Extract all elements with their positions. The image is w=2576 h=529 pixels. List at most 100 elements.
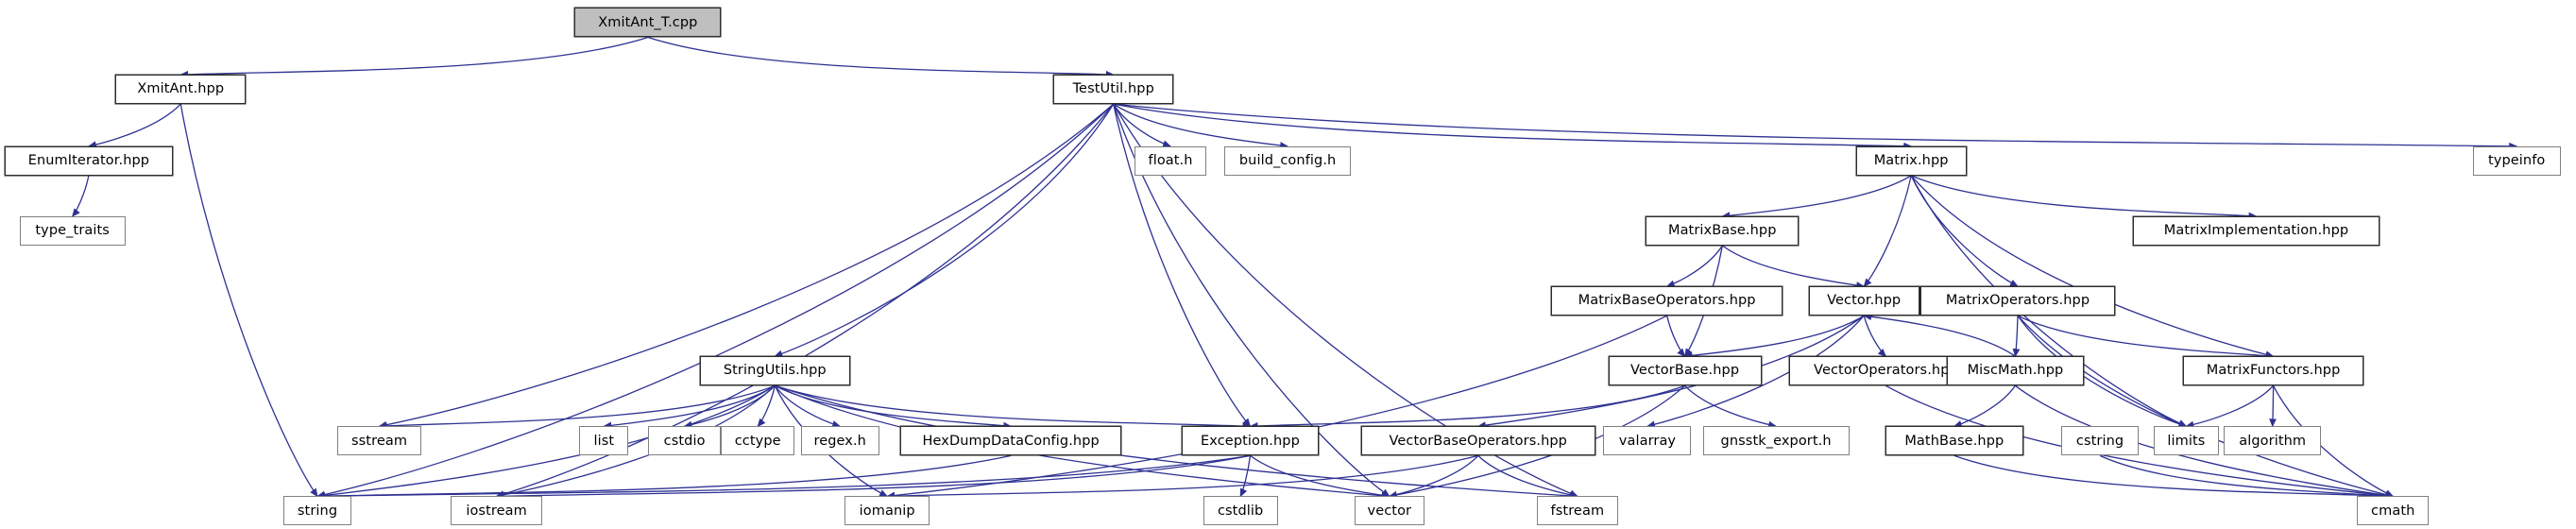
edge-exception_hpp-to-string xyxy=(316,454,1251,501)
edge-testutil_hpp-to-matrix_hpp xyxy=(1113,103,1913,150)
node-label: MatrixBaseOperators.hpp xyxy=(1578,293,1756,309)
node-label: MatrixBase.hpp xyxy=(1667,223,1777,239)
node-xmitant_t_cpp[interactable]: XmitAnt_T.cpp xyxy=(574,8,722,38)
edge-stringutils_hpp-to-sstream xyxy=(378,384,776,430)
node-label: vector xyxy=(1367,503,1412,519)
node-matrixoperators_hpp[interactable]: MatrixOperators.hpp xyxy=(1920,286,2115,316)
edge-vectorbase_hpp-to-exception_hpp xyxy=(1249,384,1685,430)
edge-stringutils_hpp-to-cctype xyxy=(757,385,776,428)
node-typeinfo[interactable]: typeinfo xyxy=(2472,145,2561,176)
edge-vectorbaseoperators_hpp-to-fstream xyxy=(1477,454,1578,499)
node-cctype[interactable]: cctype xyxy=(721,426,794,456)
node-label: HexDumpDataConfig.hpp xyxy=(922,433,1100,449)
node-label: fstream xyxy=(1550,503,1605,519)
node-sstream[interactable]: sstream xyxy=(336,426,422,456)
node-vectorbaseoperators_hpp[interactable]: VectorBaseOperators.hpp xyxy=(1360,426,1595,456)
node-cstring[interactable]: cstring xyxy=(2060,426,2140,456)
edge-stringutils_hpp-to-list xyxy=(603,384,776,430)
node-matriximplementation_hpp[interactable]: MatrixImplementation.hpp xyxy=(2132,216,2380,247)
node-float_h[interactable]: float.h xyxy=(1134,145,1206,176)
node-cstdio[interactable]: cstdio xyxy=(647,426,722,456)
edge-xmitant_hpp-to-string xyxy=(179,103,318,498)
node-fstream[interactable]: fstream xyxy=(1536,496,1618,526)
edge-testutil_hpp-to-typeinfo xyxy=(1113,103,2518,150)
edge-stringutils_hpp-to-cstdio xyxy=(683,384,776,429)
node-xmitant_hpp[interactable]: XmitAnt.hpp xyxy=(115,75,247,105)
node-label: Exception.hpp xyxy=(1201,433,1300,449)
edge-vectorbaseoperators_hpp-to-vector xyxy=(1388,454,1479,499)
node-miscmath_hpp[interactable]: MiscMath.hpp xyxy=(1947,356,2084,386)
node-stringutils_hpp[interactable]: StringUtils.hpp xyxy=(700,356,850,386)
node-gnsstk_export_h[interactable]: gnsstk_export.h xyxy=(1702,426,1850,456)
node-list[interactable]: list xyxy=(579,426,629,456)
node-label: MatrixOperators.hpp xyxy=(1945,293,2090,309)
node-matrixbase_hpp[interactable]: MatrixBase.hpp xyxy=(1646,216,1800,247)
node-vectorbase_hpp[interactable]: VectorBase.hpp xyxy=(1608,356,1762,386)
edge-matrix_hpp-to-vector_hpp xyxy=(1863,175,1912,287)
node-label: cstring xyxy=(2075,433,2124,449)
node-label: MatrixImplementation.hpp xyxy=(2163,223,2349,239)
edge-xmitant_t_cpp-to-xmitant_hpp xyxy=(179,36,649,78)
edge-exception_hpp-to-cstdlib xyxy=(1239,455,1252,498)
edge-vector_hpp-to-vectoroperators_hpp xyxy=(1863,316,1887,357)
node-matrix_hpp[interactable]: Matrix.hpp xyxy=(1855,145,1967,176)
edge-testutil_hpp-to-stringutils_hpp xyxy=(774,103,1115,358)
node-label: Vector.hpp xyxy=(1827,293,1902,309)
node-label: StringUtils.hpp xyxy=(723,363,827,379)
node-cstdlib[interactable]: cstdlib xyxy=(1203,496,1278,526)
node-label: list xyxy=(593,433,615,449)
edge-matrixbase_hpp-to-vector_hpp xyxy=(1721,245,1866,289)
node-matrixfunctors_hpp[interactable]: MatrixFunctors.hpp xyxy=(2182,356,2364,386)
node-label: VectorBaseOperators.hpp xyxy=(1389,433,1567,449)
edge-stringutils_hpp-to-exception_hpp xyxy=(775,384,1252,430)
node-label: XmitAnt.hpp xyxy=(137,81,225,97)
node-label: cstdlib xyxy=(1217,503,1264,519)
node-vector_hpp[interactable]: Vector.hpp xyxy=(1808,286,1919,316)
node-iostream[interactable]: iostream xyxy=(451,496,542,526)
node-label: cstdio xyxy=(663,433,706,449)
node-label: typeinfo xyxy=(2488,153,2546,169)
node-label: iostream xyxy=(466,503,527,519)
edge-matrix_hpp-to-matrixfunctors_hpp xyxy=(1910,175,2275,359)
edge-matrixoperators_hpp-to-matrixfunctors_hpp xyxy=(2017,315,2275,360)
node-hexdumpdataconfig_hpp[interactable]: HexDumpDataConfig.hpp xyxy=(899,426,1122,456)
edge-vectorbase_hpp-to-gnsstk_export_h xyxy=(1684,384,1778,429)
node-label: Matrix.hpp xyxy=(1873,153,1949,169)
node-label: iomanip xyxy=(859,503,915,519)
edge-matrixbaseoperators_hpp-to-iomanip xyxy=(886,315,1667,500)
edge-hexdumpdataconfig_hpp-to-string xyxy=(316,454,1012,501)
edge-testutil_hpp-to-float_h xyxy=(1113,103,1172,147)
node-label: float.h xyxy=(1148,153,1193,169)
edge-mathbase_hpp-to-cmath xyxy=(1953,454,2395,500)
node-label: algorithm xyxy=(2239,433,2307,449)
node-valarray[interactable]: valarray xyxy=(1603,426,1692,456)
node-build_config_h[interactable]: build_config.h xyxy=(1223,145,1352,176)
node-mathbase_hpp[interactable]: MathBase.hpp xyxy=(1885,426,2024,456)
edge-exception_hpp-to-vector xyxy=(1250,454,1390,500)
node-testutil_hpp[interactable]: TestUtil.hpp xyxy=(1052,75,1174,105)
node-label: MatrixFunctors.hpp xyxy=(2206,363,2341,379)
node-vector[interactable]: vector xyxy=(1354,496,1424,526)
edge-miscmath_hpp-to-mathbase_hpp xyxy=(1953,384,2016,428)
edge-enumiterator_hpp-to-type_traits xyxy=(72,175,90,217)
node-label: limits xyxy=(2167,433,2206,449)
node-label: VectorOperators.hpp xyxy=(1814,363,1958,379)
node-regex_h[interactable]: regex.h xyxy=(800,426,879,456)
node-label: regex.h xyxy=(813,433,866,449)
node-label: string xyxy=(297,503,338,519)
node-type_traits[interactable]: type_traits xyxy=(19,216,126,247)
node-label: gnsstk_export.h xyxy=(1720,433,1832,449)
node-iomanip[interactable]: iomanip xyxy=(844,496,930,526)
node-label: valarray xyxy=(1618,433,1677,449)
node-enumiterator_hpp[interactable]: EnumIterator.hpp xyxy=(5,145,173,176)
node-label: EnumIterator.hpp xyxy=(27,153,150,169)
node-exception_hpp[interactable]: Exception.hpp xyxy=(1182,426,1319,456)
node-limits[interactable]: limits xyxy=(2153,426,2219,456)
node-algorithm[interactable]: algorithm xyxy=(2224,426,2322,456)
node-matrixbaseoperators_hpp[interactable]: MatrixBaseOperators.hpp xyxy=(1551,286,1783,316)
node-string[interactable]: string xyxy=(282,496,352,526)
node-cmath[interactable]: cmath xyxy=(2357,496,2430,526)
node-label: XmitAnt_T.cpp xyxy=(598,14,698,30)
edge-xmitant_t_cpp-to-testutil_hpp xyxy=(647,36,1115,78)
node-label: cctype xyxy=(734,433,781,449)
